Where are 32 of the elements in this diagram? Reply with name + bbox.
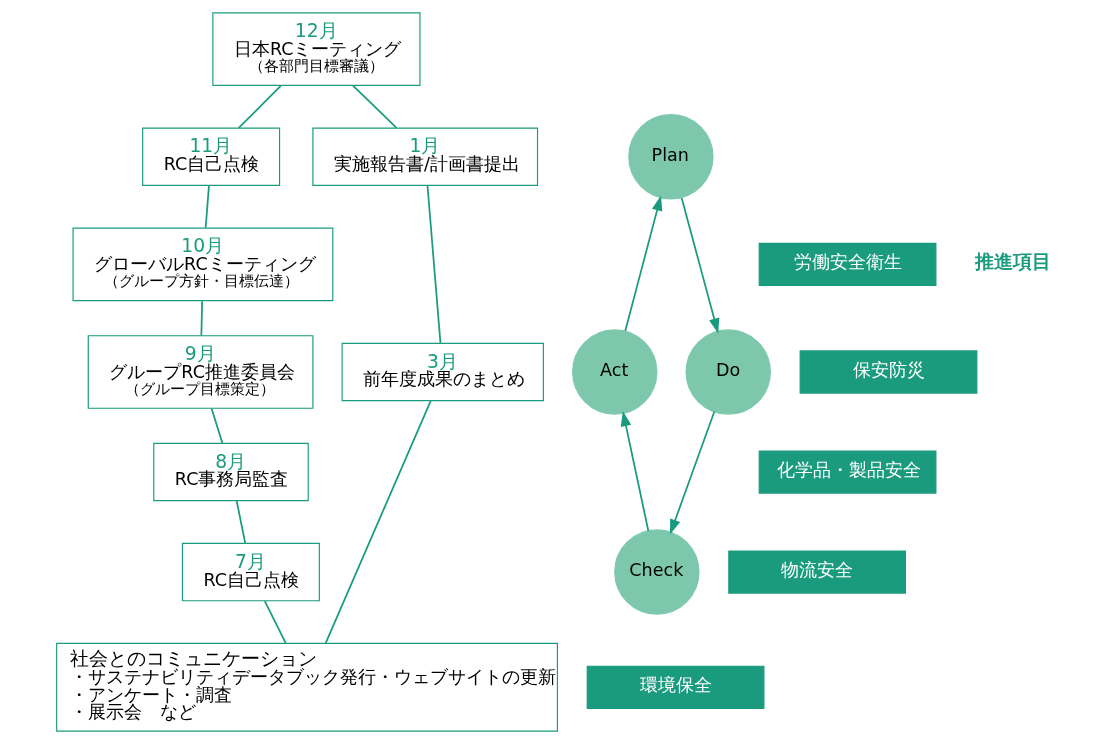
node-box: 1月 実施報告書/計画書提出 — [311, 127, 538, 186]
arrow — [680, 197, 719, 334]
node-box: 10月 グローバルRCミーティング （グループ方針・目標伝達） — [71, 227, 333, 302]
node-box: 環境保全 — [586, 665, 764, 709]
connector — [324, 400, 432, 645]
node-box: 8月 RC事務局監査 — [152, 442, 309, 502]
connector — [351, 84, 397, 129]
node-box: 化学品・製品安全 — [758, 450, 936, 494]
node-box: 社会とのコミュニケーション ・サステナビリティデータブック発行・ウェブサイトの更新 ・アンケート・調査 ・展示会 など — [55, 642, 558, 732]
arrow — [669, 410, 715, 535]
node-circle: Plan — [627, 114, 714, 200]
connector — [204, 184, 210, 229]
connector — [263, 600, 287, 645]
node-box: 9月 グループRC推進委員会 （グループ目標策定） — [87, 335, 313, 409]
node-circle: Do — [685, 329, 771, 415]
connector — [210, 407, 223, 445]
connector — [426, 184, 441, 345]
node-box: 労働安全衛生 — [758, 242, 936, 286]
connector — [235, 500, 246, 544]
node-box: 11月 RC自己点検 — [141, 127, 280, 186]
label: 推進項目 — [974, 250, 1051, 272]
node-box: 3月 前年度成果のまとめ — [341, 342, 544, 402]
connector — [200, 300, 203, 337]
arrow — [620, 411, 649, 532]
node-circle: Check — [613, 529, 700, 615]
node-circle: Act — [571, 329, 657, 415]
arrow — [623, 195, 662, 332]
node-box: 物流安全 — [727, 550, 906, 594]
connector — [237, 85, 282, 129]
node-box: 7月 RC自己点検 — [181, 542, 320, 602]
node-box: 12月 日本RCミーティング （各部門目標審議） — [211, 12, 421, 86]
node-box: 保安防災 — [799, 350, 977, 394]
